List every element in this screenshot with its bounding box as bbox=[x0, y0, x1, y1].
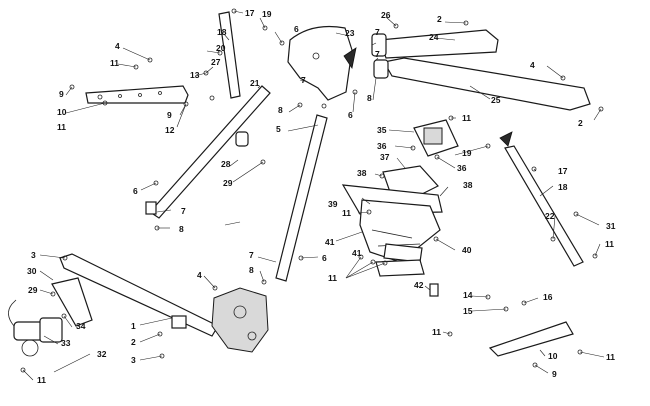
callout-18-b: 18 bbox=[558, 182, 568, 192]
callout-3-a: 3 bbox=[31, 250, 36, 260]
bracket-bar-lower-right bbox=[488, 321, 574, 357]
callout-11-d: 11 bbox=[342, 208, 351, 218]
callout-26: 26 bbox=[381, 10, 391, 20]
callout-22: 22 bbox=[545, 211, 555, 221]
gearbox-assembly bbox=[211, 287, 269, 353]
callout-27: 27 bbox=[211, 57, 221, 67]
actuator-motor bbox=[8, 299, 63, 357]
callout-11-h: 11 bbox=[606, 352, 615, 362]
callout-6-c: 6 bbox=[133, 186, 138, 196]
callout-5-a: 5 bbox=[276, 124, 281, 134]
callout-17-a: 17 bbox=[245, 8, 255, 18]
callout-7-c: 7 bbox=[301, 75, 306, 85]
callout-4-a: 4 bbox=[115, 41, 120, 51]
arrow-markers bbox=[499, 131, 513, 147]
long-strut-center bbox=[275, 114, 328, 282]
callout-40: 40 bbox=[462, 245, 472, 255]
callout-8-b: 8 bbox=[278, 105, 283, 115]
vertical-bar-upper bbox=[218, 11, 241, 99]
callout-16: 16 bbox=[543, 292, 553, 302]
callout-2-c: 2 bbox=[131, 337, 136, 347]
callout-20: 20 bbox=[216, 43, 226, 53]
callout-38-a: 38 bbox=[357, 168, 367, 178]
mount-plate bbox=[413, 119, 459, 157]
callout-21: 21 bbox=[250, 78, 260, 88]
callout-29-a: 29 bbox=[223, 178, 233, 188]
callout-18-a: 18 bbox=[217, 27, 227, 37]
callout-11-g: 11 bbox=[432, 327, 441, 337]
callout-2-a: 2 bbox=[437, 14, 442, 24]
callout-11-b: 11 bbox=[57, 122, 66, 132]
callout-2-b: 2 bbox=[578, 118, 583, 128]
callout-7-d: 7 bbox=[181, 206, 186, 216]
callout-38-b: 38 bbox=[463, 180, 473, 190]
callout-11-f: 11 bbox=[328, 273, 337, 283]
callout-11-c: 11 bbox=[462, 113, 471, 123]
callout-33: 33 bbox=[61, 338, 71, 348]
callout-11-i: 11 bbox=[37, 375, 46, 385]
callout-19-a: 19 bbox=[262, 9, 272, 19]
callout-32: 32 bbox=[97, 349, 107, 359]
lower-arm bbox=[383, 57, 591, 111]
leader-lines bbox=[22, 10, 605, 381]
callout-labels: 17 19 18 6 23 26 2 24 7 7 4 20 27 11 13 … bbox=[27, 8, 616, 385]
callout-19-b: 19 bbox=[462, 148, 472, 158]
bushing-set bbox=[371, 33, 389, 79]
callout-8-d: 8 bbox=[249, 265, 254, 275]
callout-6-b: 6 bbox=[348, 110, 353, 120]
callout-15: 15 bbox=[463, 306, 473, 316]
callout-28: 28 bbox=[221, 159, 231, 169]
callout-10-b: 10 bbox=[548, 351, 558, 361]
callout-8-c: 8 bbox=[179, 224, 184, 234]
callout-9-b: 9 bbox=[167, 110, 172, 120]
callout-12: 12 bbox=[165, 125, 175, 135]
callout-36-a: 36 bbox=[377, 141, 387, 151]
callout-7-b: 7 bbox=[375, 49, 380, 59]
callout-35: 35 bbox=[377, 125, 387, 135]
callout-1: 1 bbox=[131, 321, 136, 331]
callout-3-b: 3 bbox=[131, 355, 136, 365]
bracket-bar-upper-left bbox=[85, 85, 189, 104]
callout-41-a: 41 bbox=[325, 237, 335, 247]
callout-42: 42 bbox=[414, 280, 424, 290]
bolts bbox=[20, 8, 604, 373]
vertical-bar-right bbox=[504, 145, 584, 267]
callout-13: 13 bbox=[190, 70, 200, 80]
callout-25: 25 bbox=[491, 95, 501, 105]
top-mount-bracket bbox=[287, 25, 357, 101]
callout-24: 24 bbox=[429, 32, 439, 42]
callout-31: 31 bbox=[606, 221, 616, 231]
callout-34: 34 bbox=[76, 321, 86, 331]
callout-6-d: 6 bbox=[322, 253, 327, 263]
callout-23: 23 bbox=[345, 28, 355, 38]
callout-29-b: 29 bbox=[28, 285, 38, 295]
callout-37: 37 bbox=[380, 152, 390, 162]
callout-7-a: 7 bbox=[375, 27, 380, 37]
callout-10-a: 10 bbox=[57, 107, 67, 117]
callout-7-e: 7 bbox=[249, 250, 254, 260]
callout-39: 39 bbox=[328, 199, 338, 209]
upper-arm bbox=[379, 29, 499, 59]
callout-36-b: 36 bbox=[457, 163, 467, 173]
callout-6-a: 6 bbox=[294, 24, 299, 34]
callout-11-a: 11 bbox=[110, 58, 119, 68]
callout-9-c: 9 bbox=[552, 369, 557, 379]
callout-30: 30 bbox=[27, 266, 37, 276]
long-strut-left bbox=[149, 85, 271, 219]
callout-8-a: 8 bbox=[367, 93, 372, 103]
callout-14: 14 bbox=[463, 290, 473, 300]
callout-17-b: 17 bbox=[558, 166, 568, 176]
callout-11-e: 11 bbox=[605, 239, 614, 249]
callout-41-b: 41 bbox=[352, 248, 362, 258]
hardware-pieces bbox=[145, 131, 439, 329]
callout-4-b: 4 bbox=[530, 60, 535, 70]
callout-4-c: 4 bbox=[197, 270, 202, 280]
callout-9-a: 9 bbox=[59, 89, 64, 99]
actuator-bracket bbox=[51, 277, 93, 327]
